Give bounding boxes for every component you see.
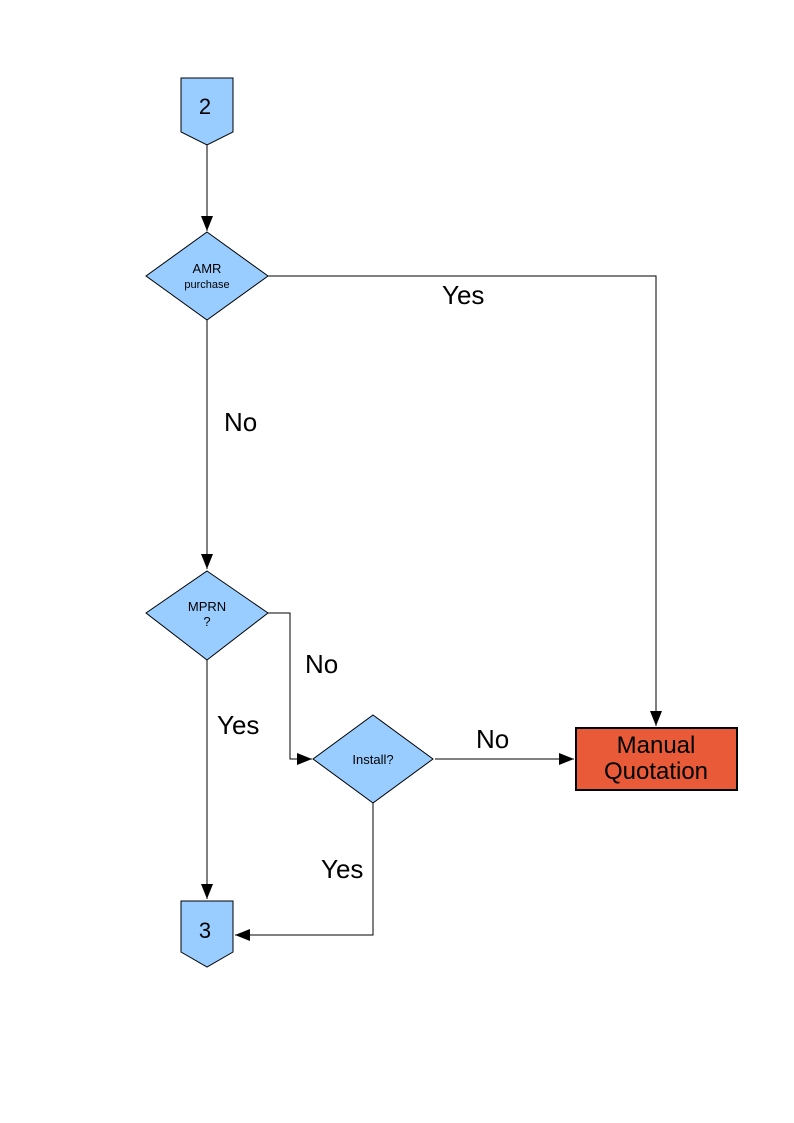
branch-label-amr-no: No bbox=[224, 407, 257, 437]
install-decision-label: Install? bbox=[352, 752, 393, 767]
node-mprn-decision: MPRN ? bbox=[145, 570, 269, 661]
amr-decision-label-line2: purchase bbox=[184, 279, 229, 291]
edge-install-yes-to-connector3 bbox=[235, 803, 374, 941]
edge-mprn-no-to-install bbox=[268, 612, 312, 765]
node-connector-bottom: 3 bbox=[180, 900, 234, 968]
mprn-decision-shape bbox=[145, 570, 269, 661]
manual-quotation-shape bbox=[575, 727, 738, 791]
branch-label-install-yes: Yes bbox=[321, 854, 363, 884]
manual-quotation-label-line2: Quotation bbox=[604, 758, 708, 785]
connector-top-shape bbox=[180, 77, 234, 146]
connector-bottom-label: 3 bbox=[199, 918, 211, 943]
edge-amr-yes-to-manual-quotation bbox=[268, 275, 662, 726]
connector-bottom-shape bbox=[180, 900, 234, 968]
node-install-decision: Install? bbox=[312, 714, 434, 804]
node-amr-decision: AMR purchase bbox=[145, 231, 269, 321]
connector-top-label: 2 bbox=[199, 94, 211, 119]
install-decision-shape bbox=[312, 714, 434, 804]
branch-label-mprn-no: No bbox=[305, 649, 338, 679]
mprn-decision-label-line1: MPRN bbox=[188, 599, 226, 614]
branch-label-install-no: No bbox=[476, 724, 509, 754]
edges bbox=[201, 145, 662, 941]
amr-decision-shape bbox=[145, 231, 269, 321]
manual-quotation-label-line1: Manual bbox=[617, 732, 696, 759]
branch-label-amr-yes: Yes bbox=[442, 280, 484, 310]
branch-label-mprn-yes: Yes bbox=[217, 710, 259, 740]
mprn-decision-label-line2: ? bbox=[203, 614, 210, 629]
amr-decision-label-line1: AMR bbox=[193, 261, 222, 276]
node-connector-top: 2 bbox=[180, 77, 234, 146]
node-manual-quotation: Manual Quotation bbox=[575, 727, 738, 791]
